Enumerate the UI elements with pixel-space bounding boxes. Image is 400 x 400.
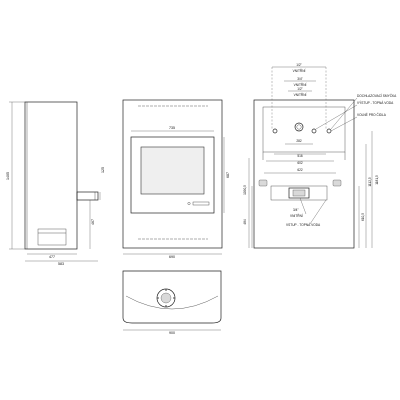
rear-top-conn-2: 3/4" [297,77,303,81]
rear-dim-282: 282 [296,139,302,143]
side-depth-outer-label: 583 [58,262,64,266]
rear-top-conn-3: 1/2" [297,87,303,91]
rear-callout-3: VOLNÉ PRO ČIDLA [357,112,387,117]
top-view-outline [122,270,222,324]
side-view-ash-box [37,228,67,246]
rear-dim-622: 622 [297,168,303,172]
rear-top-conn-2-sub: VNITŘNÍ [294,82,307,87]
rear-callout-2: VÝSTUP - TOPNÁ VODA [357,101,394,105]
side-view: 1405 467 125 477 583 [6,101,105,266]
rear-callout-1: DOCHLAZOVACÍ SMYČKA [357,93,397,98]
rear-top-conn-3-sub: VNITŘNÍ [294,92,307,97]
side-outlet-height-label: 467 [91,219,95,225]
rear-connection-3 [326,128,332,134]
rear-connection-1 [272,128,278,134]
rear-dim-516: 516 [297,154,303,158]
rear-flue-outlet [294,122,304,132]
rear-dim-610-5: 610,5 [361,213,365,221]
front-door-height-label: 687 [226,172,230,178]
rear-dim-1181-5: 1181,5 [375,175,379,185]
top-view: 900 [122,270,222,335]
rear-upper-panel [262,106,346,153]
rear-dim-1090-5: 1090,5 [243,185,247,195]
rear-bottom-callout: VSTUP - TOPNÁ VODA [286,223,321,227]
fire-door-glass [140,146,205,195]
rear-connection-2 [311,128,317,134]
rear-dim-484: 484 [243,219,247,225]
side-view-body [24,101,78,250]
fire-door [130,136,215,214]
front-width-label: 690 [169,255,175,259]
rear-dim-602: 602 [297,161,303,165]
door-handle [192,201,210,206]
rear-bottom-conn: 3/4" [293,208,299,212]
front-view-body [122,99,223,249]
side-depth-inner-label: 477 [49,255,55,259]
rear-bottom-conn-sub: VNITŘNÍ [290,213,303,218]
side-view-flue-outlet [76,191,99,201]
rear-top-conn-1-sub: VNITŘNÍ [293,68,306,73]
side-outlet-diameter-label: 125 [101,167,105,173]
front-view: 735 687 690 [122,99,230,259]
rear-dim-1112-5: 1112,5 [368,177,372,187]
rear-view: 1/2" VNITŘNÍ 3/4" VNITŘNÍ 1/2" VNITŘNÍ D… [243,63,397,249]
rear-top-conn-1: 1/2" [296,63,302,67]
rear-view-body [253,99,355,249]
front-door-width-label: 735 [169,126,175,130]
side-height-label: 1405 [6,172,10,180]
top-width-label: 900 [169,331,175,335]
rear-return-inlet [288,187,310,199]
